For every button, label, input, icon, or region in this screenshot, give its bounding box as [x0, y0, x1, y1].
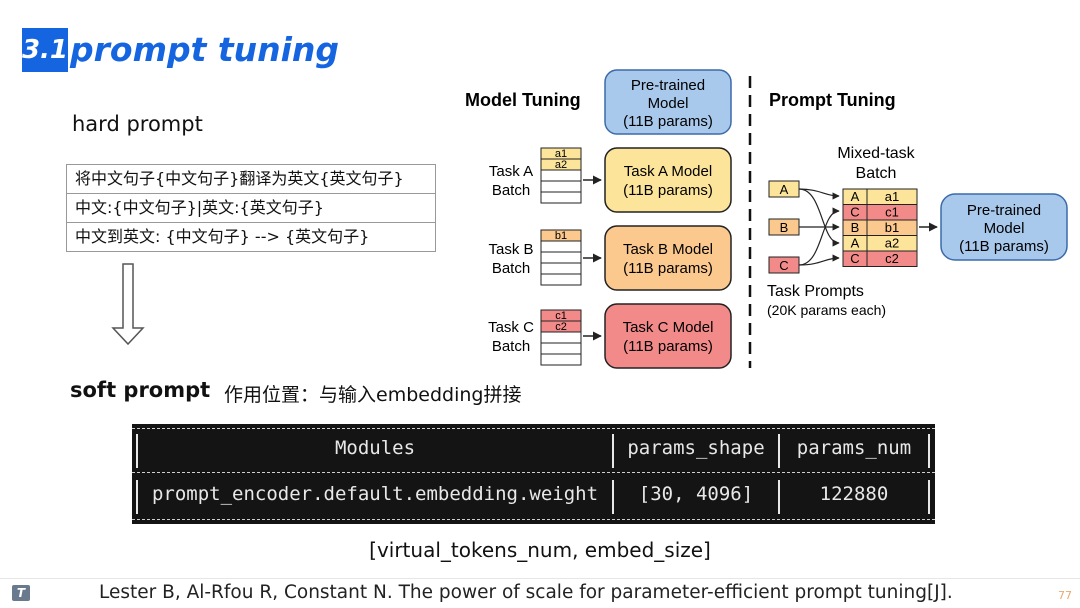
svg-text:A: A [851, 236, 860, 251]
svg-text:b1: b1 [885, 220, 899, 235]
svg-text:b1: b1 [555, 230, 567, 242]
mixed-batch-table: A a1 C c1 B b1 A a2 C c2 [842, 188, 918, 267]
svg-text:Task C: Task C [488, 319, 534, 336]
header-params-num: params_num [796, 437, 912, 459]
mixed-batch-title: Batch [856, 165, 897, 182]
prompt-box-c: C [768, 256, 800, 274]
slide-title: prompt tuning [70, 30, 340, 69]
svg-text:c2: c2 [885, 251, 899, 266]
svg-text:C: C [850, 251, 859, 266]
params-table: Modules params_shape params_num prompt_e… [132, 424, 935, 524]
example-row: 将中文句子{中文句子}翻译为英文{英文句子} [75, 169, 404, 188]
section-number: 3.1 [22, 28, 68, 72]
mixed-batch-title: Mixed-task [837, 145, 915, 162]
svg-text:Batch: Batch [492, 182, 530, 199]
svg-text:(11B params): (11B params) [623, 113, 713, 130]
task-a-group: Task A Batch a1 a2 Task A Model (11B par… [489, 147, 732, 213]
hard-prompt-label: hard prompt [72, 112, 203, 136]
svg-text:Task B Model: Task B Model [623, 241, 713, 258]
soft-prompt-note: 作用位置：与输入embedding拼接 [224, 384, 522, 406]
svg-text:C: C [850, 205, 859, 220]
prompt-box-b: B [768, 218, 800, 236]
prompt-box-a: A [768, 180, 800, 198]
svg-text:(11B params): (11B params) [623, 260, 713, 277]
svg-text:Pre-trained: Pre-trained [967, 202, 1041, 219]
prompt-tuning-title: Prompt Tuning [769, 90, 896, 110]
svg-text:B: B [851, 220, 860, 235]
prompt-connectors [798, 188, 840, 266]
down-arrow-icon [111, 263, 145, 346]
cell-params-num: 122880 [819, 483, 889, 505]
soft-prompt-label: soft prompt [70, 378, 211, 402]
cell-params-shape: [30, 4096] [638, 483, 754, 505]
cell-module-name: prompt_encoder.default.embedding.weight [151, 483, 599, 505]
svg-text:a2: a2 [885, 236, 899, 251]
svg-text:a1: a1 [555, 148, 567, 160]
header-params-shape: params_shape [627, 437, 765, 459]
task-prompts-note: (20K params each) [767, 302, 886, 318]
svg-text:Task A: Task A [489, 163, 533, 180]
svg-text:c1: c1 [885, 205, 899, 220]
svg-text:(11B params): (11B params) [623, 182, 713, 199]
page-number: 77 [1058, 589, 1072, 602]
pretrained-model-box: Pre-trained Model (11B params) [604, 69, 732, 135]
svg-text:Task C Model: Task C Model [623, 319, 714, 336]
svg-text:a2: a2 [555, 159, 567, 171]
svg-text:(11B params): (11B params) [959, 238, 1049, 255]
svg-text:A: A [851, 189, 860, 204]
task-b-group: Task B Batch b1 Task B Model (11B params… [488, 225, 732, 291]
svg-text:Batch: Batch [492, 338, 530, 355]
task-prompts-label: Task Prompts [767, 283, 864, 300]
task-c-group: Task C Batch c1 c2 Task C Model (11B par… [488, 303, 732, 369]
shape-label: [virtual_tokens_num, embed_size] [369, 538, 711, 562]
svg-text:Model: Model [984, 220, 1025, 237]
svg-text:Task A Model: Task A Model [624, 163, 712, 180]
logo-icon: T [12, 585, 30, 601]
svg-text:Pre-trained: Pre-trained [631, 77, 705, 94]
svg-text:C: C [779, 258, 788, 273]
model-tuning-title: Model Tuning [465, 90, 581, 110]
svg-text:Batch: Batch [492, 260, 530, 277]
svg-text:Model: Model [648, 95, 689, 112]
svg-text:A: A [780, 182, 789, 197]
header-modules: Modules [334, 437, 416, 459]
svg-text:a1: a1 [885, 189, 899, 204]
svg-text:c2: c2 [555, 321, 567, 333]
example-row: 中文到英文: {中文句子} --> {英文句子} [67, 222, 435, 251]
citation: Lester B, Al-Rfou R, Constant N. The pow… [99, 582, 953, 603]
footer-divider [0, 578, 1080, 579]
svg-text:c1: c1 [555, 310, 567, 322]
svg-text:B: B [780, 220, 789, 235]
pretrained-model-right-box: Pre-trained Model (11B params) [940, 193, 1068, 261]
tuning-diagram: Model Tuning Prompt Tuning Pre-trained M… [465, 69, 1068, 369]
svg-text:Task B: Task B [488, 241, 533, 258]
example-row: 中文:{中文句子}|英文:{英文句子} [67, 193, 435, 222]
hard-prompt-examples: 将中文句子{中文句子}翻译为英文{英文句子} 中文:{中文句子}|英文:{英文句… [66, 164, 436, 252]
svg-text:(11B params): (11B params) [623, 338, 713, 355]
